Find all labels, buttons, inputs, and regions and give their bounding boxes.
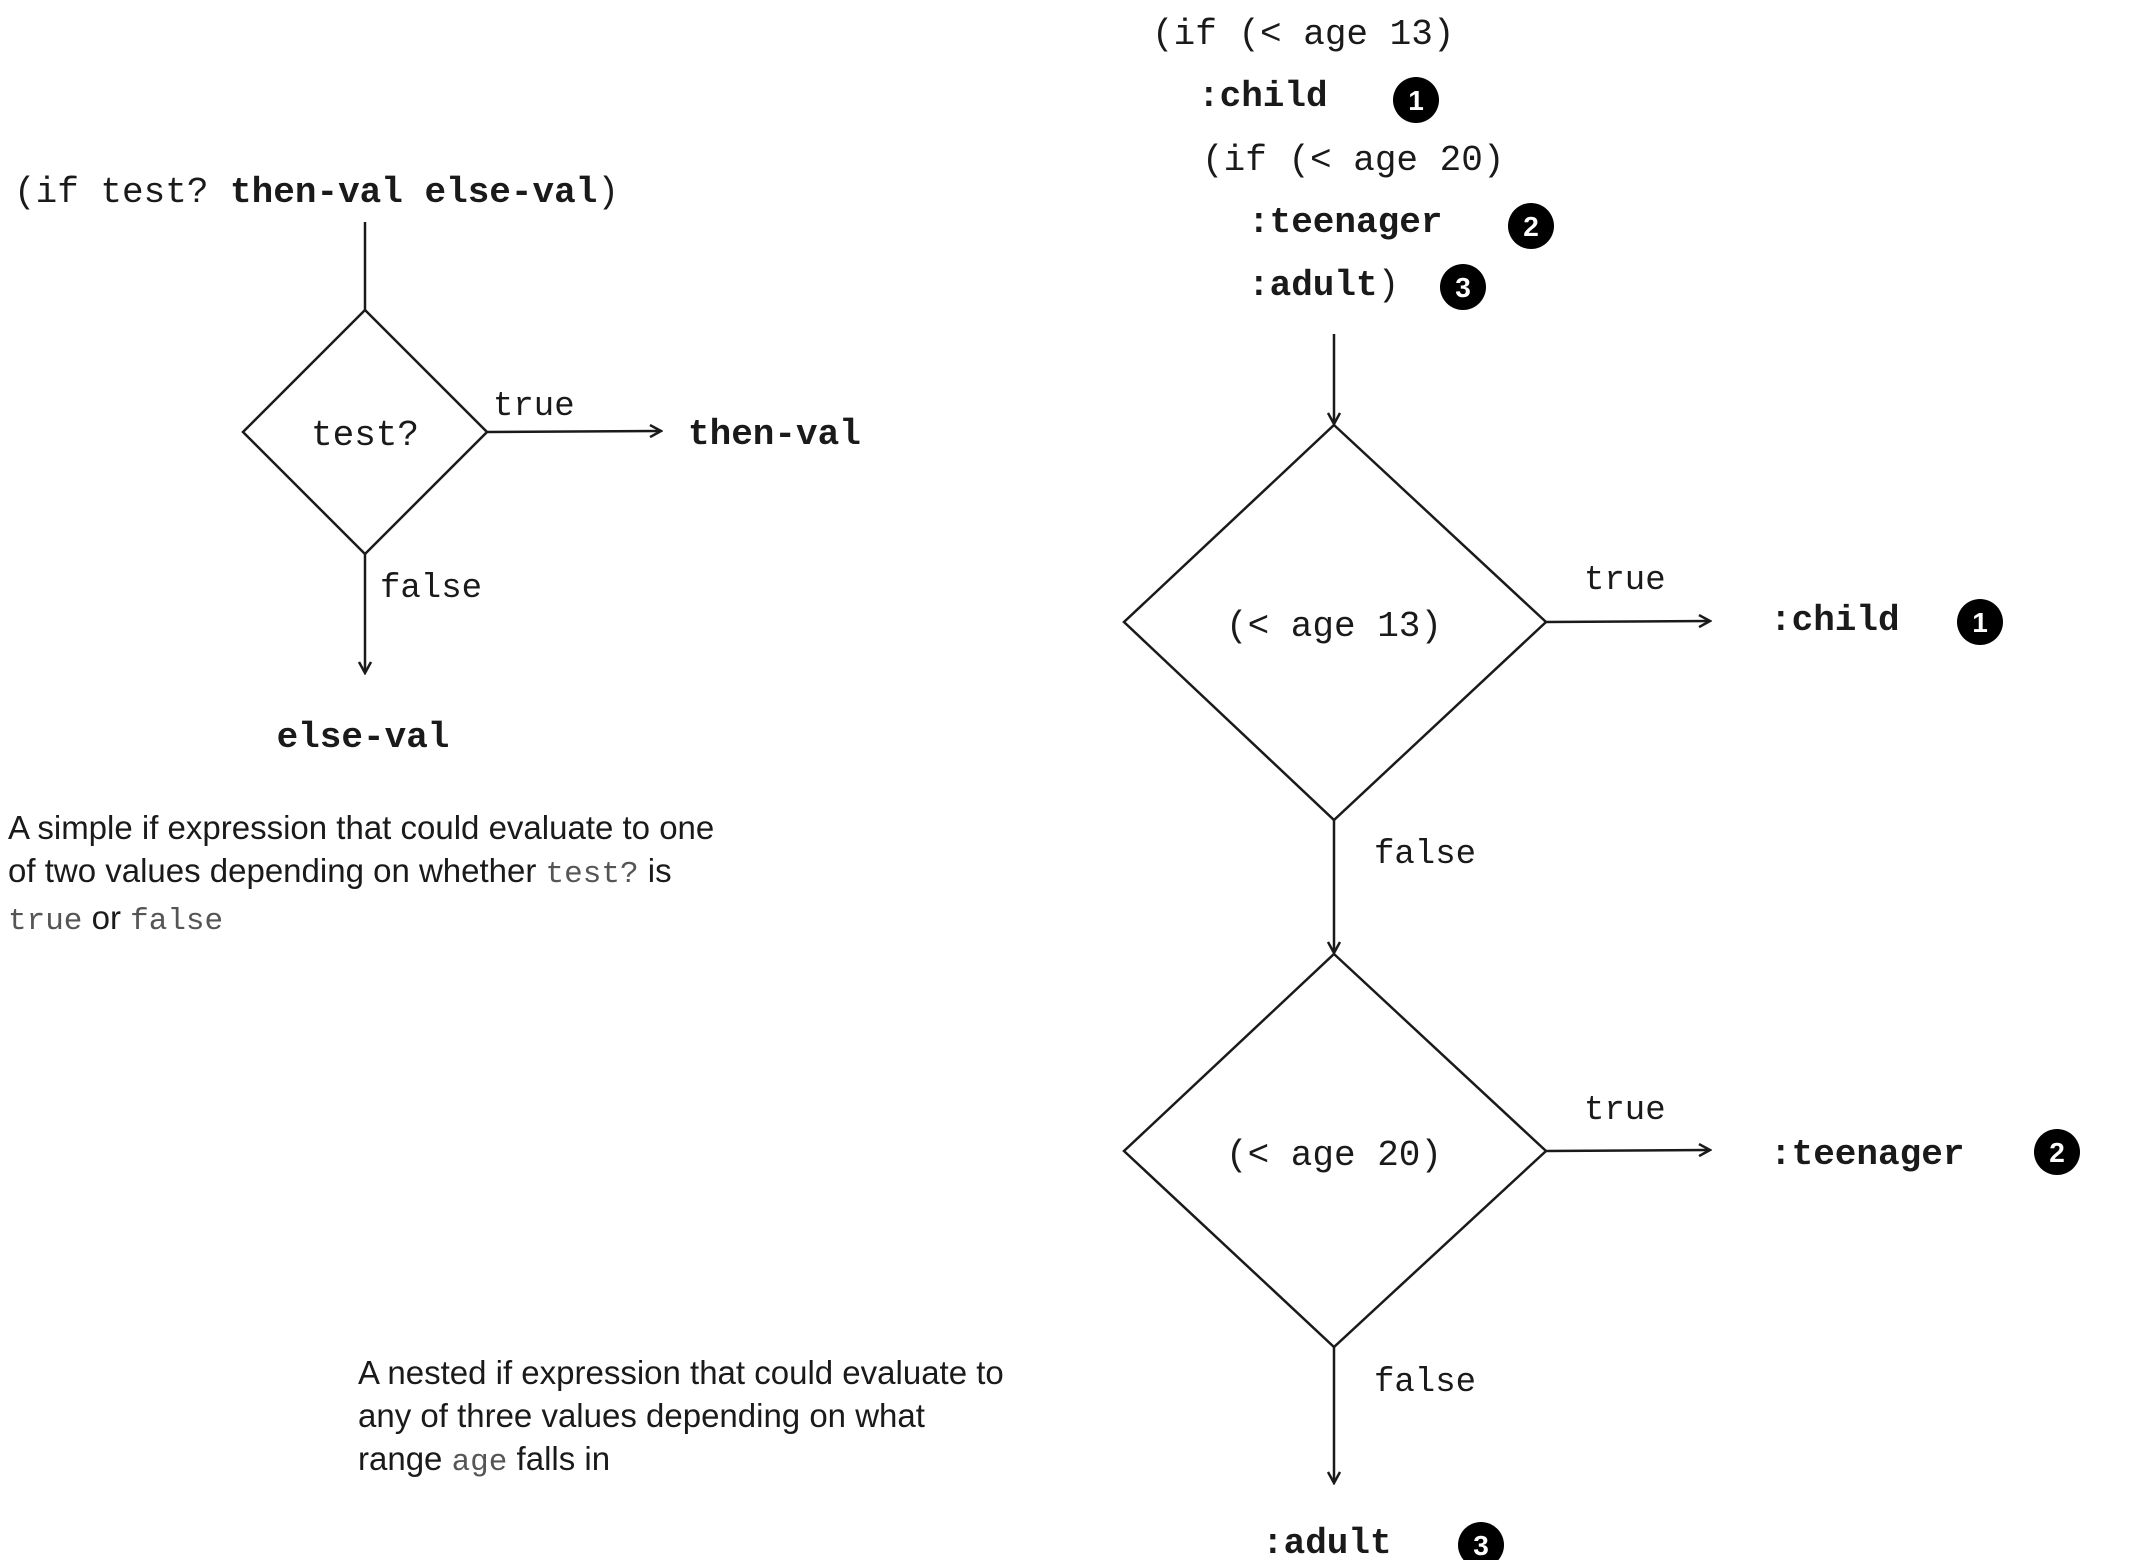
simple-caption-code-false: false [130, 904, 224, 939]
simple-else-result: else-val [277, 717, 450, 758]
simple-caption-line2: of two values depending on whether test?… [8, 849, 828, 896]
syntax-then: then-val [230, 172, 403, 213]
syntax-else: else-val [424, 172, 597, 213]
badge-3-result-number: 3 [1473, 1530, 1489, 1560]
nested-code-line1: (if (< age 13) [1152, 14, 1454, 55]
syntax-suffix: ) [597, 172, 619, 213]
nested-code-line3: (if (< age 20) [1202, 140, 1504, 181]
badge-1-result-number: 1 [1972, 607, 1988, 638]
simple-caption-code-true: true [8, 904, 83, 939]
nested-result-adult: :adult [1262, 1523, 1392, 1560]
nested-false-label-2: false [1374, 1364, 1476, 1402]
nested-true-arrow-1 [1545, 621, 1709, 622]
badge-3-code-number: 3 [1455, 272, 1471, 303]
nested-result-teenager: :teenager [1770, 1134, 1964, 1175]
nested-caption-line2: any of three values depending on what [358, 1397, 925, 1434]
nested-caption-line3b: falls in [507, 1440, 611, 1477]
badge-3-code [1440, 264, 1486, 310]
simple-true-label: true [493, 388, 575, 426]
simple-then-result: then-val [688, 414, 861, 455]
badge-2-result [2034, 1129, 2080, 1175]
badge-1-code-number: 1 [1408, 85, 1424, 116]
nested-caption-code-age: age [451, 1445, 508, 1480]
badge-3-result [1458, 1522, 1504, 1560]
nested-caption-line3: range age falls in [358, 1437, 1118, 1484]
simple-caption-or: or [82, 899, 131, 936]
badge-2-code [1508, 203, 1554, 249]
syntax-space [403, 172, 425, 213]
nested-caption-line3a: range [358, 1440, 452, 1477]
simple-if-syntax: (if test? then-val else-val) [14, 172, 619, 213]
simple-true-arrow [486, 431, 660, 432]
nested-true-label-1: true [1584, 562, 1666, 600]
simple-if-caption: A simple if expression that could evalua… [8, 806, 828, 943]
nested-true-label-2: true [1584, 1092, 1666, 1130]
nested-true-arrow-2 [1545, 1150, 1709, 1151]
simple-diamond-label: test? [311, 415, 419, 456]
badge-1-code [1393, 77, 1439, 123]
nested-code-teenager: :teenager [1248, 202, 1442, 243]
nested-diamond-2-label: (< age 20) [1226, 1135, 1442, 1176]
simple-caption-line3: true or false [8, 896, 828, 943]
badge-1-result [1957, 599, 2003, 645]
nested-result-child: :child [1770, 600, 1900, 641]
simple-caption-line1: A simple if expression that could evalua… [8, 809, 715, 846]
badge-2-code-number: 2 [1523, 211, 1539, 242]
nested-code-close: ) [1378, 265, 1400, 306]
nested-code-adult: :adult [1248, 265, 1378, 306]
simple-false-label: false [380, 570, 482, 608]
simple-caption-code-test: test? [545, 857, 639, 892]
nested-diamond-1-label: (< age 13) [1226, 606, 1442, 647]
nested-code-adult-line: :adult) [1248, 265, 1399, 306]
nested-if-caption: A nested if expression that could evalua… [358, 1351, 1118, 1484]
nested-code-child: :child [1198, 76, 1328, 117]
nested-false-label-1: false [1374, 836, 1476, 874]
simple-caption-line2b: is [638, 852, 672, 889]
syntax-prefix: (if test? [14, 172, 230, 213]
nested-caption-line1: A nested if expression that could evalua… [358, 1354, 1004, 1391]
simple-caption-line2a: of two values depending on whether [8, 852, 546, 889]
badge-2-result-number: 2 [2049, 1137, 2065, 1168]
